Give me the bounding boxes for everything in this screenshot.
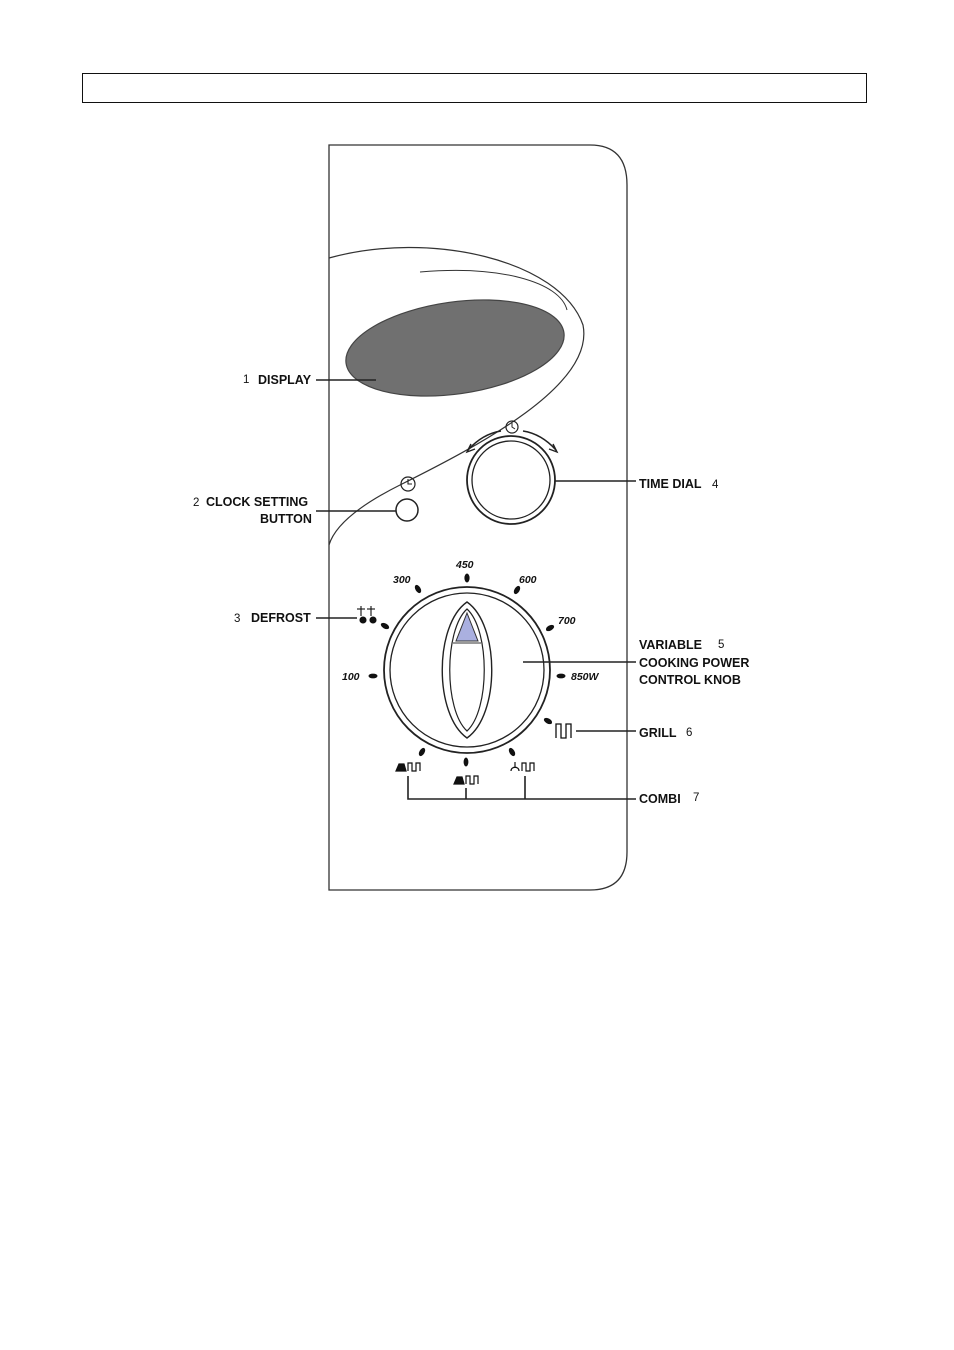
defrost-icon [357,606,376,623]
callout-number-3: 3 [234,613,240,625]
callout-label-power-line1: VARIABLE [639,638,702,652]
display-window [340,287,571,409]
dot-100 [369,674,378,679]
callout-number-2: 2 [193,497,199,509]
dot-850 [557,674,566,679]
callout-label-clock-line2: BUTTON [260,512,312,526]
callout-number-5: 5 [718,639,724,651]
callout-number-6: 6 [686,727,692,739]
power-mark-700: 700 [558,615,576,627]
time-dial[interactable] [467,436,555,524]
callout-label-combi: COMBI [639,792,681,806]
dot-defrost [380,621,390,630]
panel-swoosh-outer [329,248,584,545]
dot-combi-left [417,747,426,757]
dot-combi-center [464,758,469,767]
knob-pointer [456,613,478,641]
callout-label-defrost: DEFROST [251,611,311,625]
callout-number-1: 1 [243,374,249,386]
power-mark-100: 100 [342,671,360,683]
callout-label-display: DISPLAY [258,373,312,387]
callout-label-time-dial: TIME DIAL [639,477,702,491]
dot-600 [512,585,521,595]
grill-icon [556,724,571,738]
dot-450 [464,574,469,583]
callout-label-power-line3: CONTROL KNOB [639,673,741,687]
power-mark-600: 600 [519,574,537,586]
callout-label-power-line2: COOKING POWER [639,656,749,670]
dot-700 [545,623,555,632]
callout-number-4: 4 [712,479,719,491]
power-mark-300: 300 [393,574,411,586]
power-mark-450: 450 [455,559,474,571]
callout-label-grill: GRILL [639,726,677,740]
dot-grill [543,716,553,725]
callout-number-7: 7 [693,792,699,804]
dot-300 [413,584,422,594]
callout-label-clock-line1: CLOCK SETTING [206,495,308,509]
power-mark-850: 850W [571,671,600,683]
leader-combi [408,776,636,799]
dot-combi-right [507,747,516,757]
clock-setting-button[interactable] [396,499,418,521]
